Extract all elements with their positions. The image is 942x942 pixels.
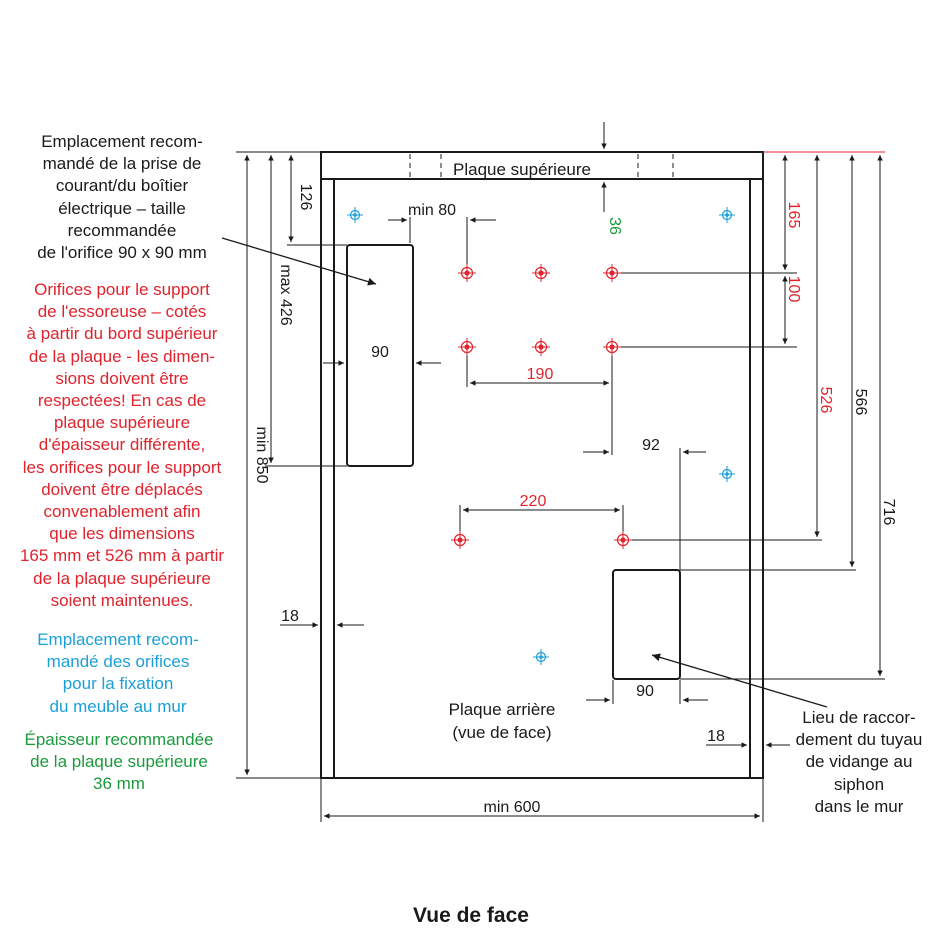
dim-min850 — [236, 151, 321, 779]
note-line: siphon — [833, 774, 885, 794]
wall-fixing-hole — [347, 207, 363, 223]
dim-36-label: 36 — [606, 217, 623, 235]
dim-90-socket — [323, 330, 441, 368]
dim-165-label: 165 — [785, 202, 802, 229]
note-socket-location: Emplacement recom- mandé de la prise de … — [4, 131, 240, 264]
note-line: recommandée — [67, 220, 177, 240]
note-line: de la plaque supérieure — [33, 568, 211, 588]
spinner-hole — [458, 264, 476, 282]
note-line: de vidange au — [805, 752, 913, 772]
dim-526-label: 526 — [817, 387, 834, 414]
note-line: de l'orifice 90 x 90 mm — [37, 243, 207, 263]
note-line: mandé de la prise de — [42, 154, 202, 174]
spinner-hole — [532, 338, 550, 356]
spinner-hole — [458, 338, 476, 356]
note-line: Épaisseur recommandée — [24, 730, 214, 749]
top-panel-label: Plaque supérieure — [453, 160, 591, 179]
dim-92 — [583, 448, 706, 570]
note-line: d'épaisseur différente, — [38, 435, 206, 455]
dim-min600 — [320, 778, 764, 822]
outer-frame — [320, 151, 764, 779]
dim-min80-label: min 80 — [408, 202, 456, 219]
note-line: 36 mm — [93, 774, 145, 794]
wall-fixing-hole — [719, 207, 735, 223]
dim-126 — [270, 151, 347, 246]
note-line: dement du tuyau — [795, 730, 923, 750]
note-line: de la plaque - les dimen- — [28, 346, 216, 366]
note-line: respectées! En cas de — [37, 391, 207, 411]
note-spinner-holes: Orifices pour le support de l'essoreuse … — [0, 279, 244, 612]
spinner-hole — [614, 531, 632, 549]
wall-fixing-hole — [533, 649, 549, 665]
dim-716-label: 716 — [880, 499, 897, 526]
spinner-hole — [603, 338, 621, 356]
note-line: que les dimensions — [49, 524, 195, 544]
note-line: du meuble au mur — [49, 696, 187, 716]
dim-18-right-label: 18 — [707, 728, 725, 745]
drawing-title: Vue de face — [413, 904, 529, 927]
note-top-thickness: Épaisseur recommandée de la plaque supér… — [0, 729, 238, 796]
spinner-holes — [451, 264, 632, 549]
dim-18-left-label: 18 — [281, 608, 299, 625]
dim-min600-label: min 600 — [484, 799, 541, 816]
dim-566-label: 566 — [852, 389, 869, 416]
dim-90-drain-label: 90 — [636, 683, 654, 700]
note-wall-fixing: Emplacement recom- mandé des orifices po… — [0, 629, 236, 718]
note-line: les orifices pour le support — [22, 457, 222, 477]
note-line: doivent être déplacés — [41, 479, 203, 499]
note-line: de l'essoreuse – cotés — [37, 302, 207, 322]
note-drain-connection: Lieu de raccor- dement du tuyau de vidan… — [776, 707, 942, 818]
note-line: Lieu de raccor- — [802, 708, 916, 727]
dim-90-drain — [586, 680, 708, 704]
wall-fixing-hole — [719, 466, 735, 482]
dim-max426-label: max 426 — [277, 264, 294, 325]
dim-220-label: 220 — [520, 493, 547, 510]
note-line: sions doivent être — [55, 368, 189, 388]
cabinet-outline — [320, 151, 764, 779]
dim-90-socket-label: 90 — [371, 344, 389, 361]
wall-fixing-holes — [347, 207, 735, 665]
note-line: Emplacement recom- — [37, 630, 199, 649]
drain-leader-arrow — [651, 653, 828, 708]
dim-max426 — [265, 155, 347, 467]
spinner-hole — [451, 531, 469, 549]
note-line: à partir du bord supérieur — [26, 324, 218, 344]
right-dimension-extension-lines — [612, 151, 885, 680]
dim-min80 — [388, 217, 496, 268]
note-line: dans le mur — [814, 796, 904, 816]
note-line: 165 mm et 526 mm à partir — [19, 546, 225, 566]
spinner-hole — [603, 264, 621, 282]
dim-220 — [459, 505, 624, 533]
note-line: convenablement afin — [43, 502, 201, 522]
drain-cutout — [612, 569, 681, 680]
note-line: de la plaque supérieure — [30, 752, 208, 772]
note-line: Emplacement recom- — [41, 132, 203, 151]
dim-min850-label: min 850 — [253, 427, 270, 484]
note-line: électrique – taille — [58, 198, 186, 218]
dim-126-label: 126 — [297, 184, 314, 211]
dim-100-label: 100 — [785, 276, 802, 303]
back-panel-label-line1: Plaque arrière — [449, 700, 556, 719]
note-line: soient maintenues. — [50, 590, 194, 610]
top-panel-hidden-lines — [409, 154, 674, 177]
note-line: courant/du boîtier — [55, 176, 189, 196]
dim-190 — [466, 352, 613, 455]
dim-190-label: 190 — [527, 366, 554, 383]
note-line: plaque supérieure — [53, 413, 191, 433]
dim-92-label: 92 — [642, 437, 660, 454]
note-line: pour la fixation — [62, 674, 174, 694]
note-line: Orifices pour le support — [34, 280, 210, 299]
spinner-hole — [532, 264, 550, 282]
note-line: mandé des orifices — [46, 652, 190, 672]
back-panel-label-line2: (vue de face) — [452, 723, 551, 742]
